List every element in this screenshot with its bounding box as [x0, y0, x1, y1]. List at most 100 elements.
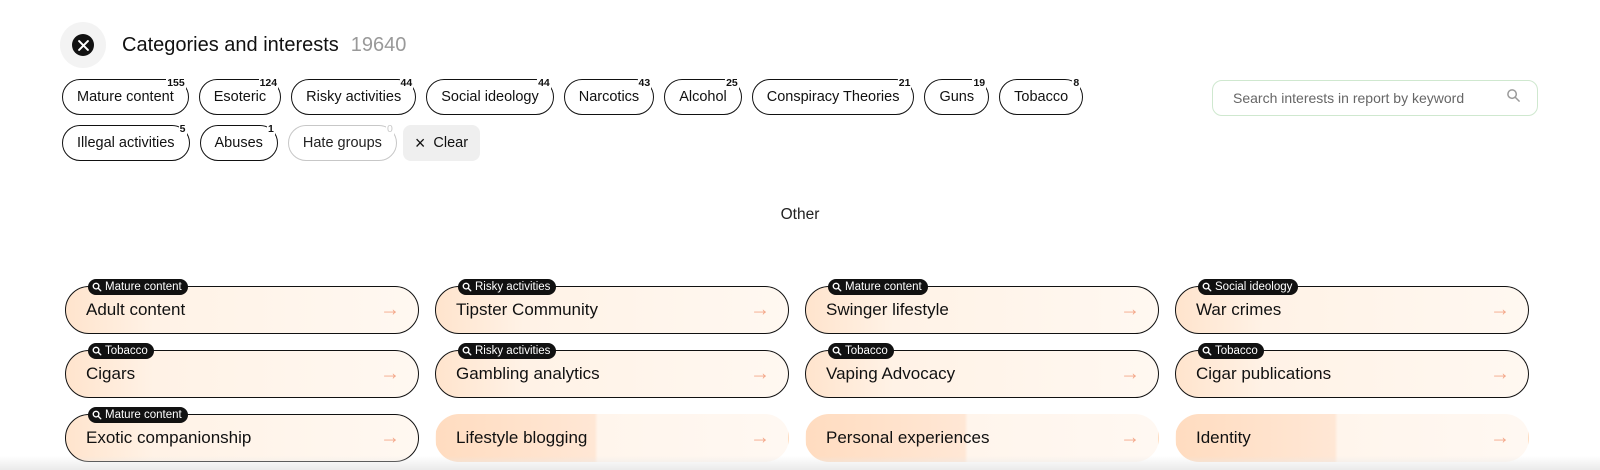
search-icon — [1202, 282, 1212, 292]
category-tag-label: Mature content — [105, 281, 182, 293]
interest-card-label: War crimes — [1196, 300, 1282, 319]
category-tag-label: Mature content — [845, 281, 922, 293]
category-tag: Risky activities — [458, 343, 557, 359]
filter-chip-label: Abuses — [214, 135, 263, 151]
search-icon — [832, 282, 842, 292]
scroll-fade — [0, 456, 1600, 470]
category-tag: Mature content — [88, 279, 188, 295]
category-tag-label: Mature content — [105, 409, 182, 421]
close-icon: × — [414, 133, 426, 153]
interest-card-label: Lifestyle blogging — [456, 428, 588, 447]
interest-card-label: Identity — [1196, 428, 1251, 447]
interest-card-label: Swinger lifestyle — [826, 300, 949, 319]
category-tag-label: Risky activities — [475, 345, 551, 357]
arrow-right-icon: → — [380, 362, 400, 385]
arrow-right-icon: → — [380, 298, 400, 321]
filter-chip-label: Conspiracy Theories — [766, 89, 900, 105]
filter-chip-count: 44 — [537, 77, 551, 89]
search-icon — [832, 346, 842, 356]
category-tag-label: Tobacco — [105, 345, 148, 357]
category-tag: Mature content — [828, 279, 928, 295]
filter-chip-count: 25 — [725, 77, 739, 89]
interest-total-count: 19640 — [350, 33, 407, 56]
search-icon — [92, 410, 102, 420]
page-title: Categories and interests — [122, 33, 339, 56]
filter-chip-label: Tobacco — [1014, 89, 1069, 105]
interest-card-label: Personal experiences — [826, 428, 990, 447]
interest-card-label: Vaping Advocacy — [826, 364, 956, 383]
search-icon — [1202, 346, 1212, 356]
filter-chip-count: 124 — [258, 77, 279, 89]
search-box — [1212, 80, 1538, 116]
arrow-right-icon: → — [1490, 298, 1510, 321]
arrow-right-icon: → — [1490, 426, 1510, 449]
filter-chip-label: Narcotics — [578, 89, 640, 105]
page-header: Categories and interests 19640 — [60, 22, 406, 68]
search-input[interactable] — [1233, 90, 1506, 106]
clear-filters-button[interactable]: ×Clear — [402, 125, 481, 161]
category-tag: Tobacco — [1198, 343, 1264, 359]
search-icon — [462, 346, 472, 356]
search-icon[interactable] — [1506, 88, 1521, 108]
arrow-right-icon: → — [380, 426, 400, 449]
interest-card-label: Tipster Community — [456, 300, 599, 319]
x-logo-icon — [72, 34, 94, 56]
filter-chip-label: Social ideology — [441, 89, 539, 105]
filter-chip-count: 8 — [1072, 77, 1081, 89]
arrow-right-icon: → — [1120, 426, 1140, 449]
filter-chip-label: Alcohol — [679, 89, 727, 105]
arrow-right-icon: → — [750, 298, 770, 321]
search-icon — [92, 346, 102, 356]
section-title: Other — [780, 206, 820, 223]
interest-card-label: Cigars — [86, 364, 136, 383]
filter-chip-label: Guns — [939, 89, 975, 105]
search-icon — [92, 282, 102, 292]
category-tag: Tobacco — [88, 343, 154, 359]
filter-chip-count: 43 — [637, 77, 652, 89]
interest-card-label: Cigar publications — [1196, 364, 1332, 383]
category-tag-label: Tobacco — [1215, 345, 1258, 357]
arrow-right-icon: → — [1120, 362, 1140, 385]
filter-chip-count: 44 — [399, 77, 414, 89]
interest-card[interactable]: Lifestyle blogging→ — [435, 414, 789, 462]
category-tag-label: Tobacco — [845, 345, 888, 357]
x-logo-button[interactable] — [60, 22, 106, 68]
category-tag: Tobacco — [828, 343, 894, 359]
filter-chip-label: Mature content — [77, 89, 174, 105]
search-icon — [462, 282, 472, 292]
category-tag-label: Social ideology — [1215, 281, 1293, 293]
filter-chip-label: Esoteric — [213, 89, 267, 105]
interest-card[interactable]: Identity → — [1175, 414, 1529, 462]
filter-chip-label: Illegal activities — [77, 135, 175, 151]
filter-chip-label: Risky activities — [306, 89, 402, 105]
category-tag: Mature content — [88, 407, 188, 423]
category-tag: Social ideology — [1198, 279, 1299, 295]
interest-card-label: Gambling analytics — [456, 364, 600, 383]
interest-card[interactable]: Personal experiences → — [805, 414, 1159, 462]
filter-chip-count: 21 — [897, 77, 912, 89]
interest-card-label: Adult content — [86, 300, 186, 319]
